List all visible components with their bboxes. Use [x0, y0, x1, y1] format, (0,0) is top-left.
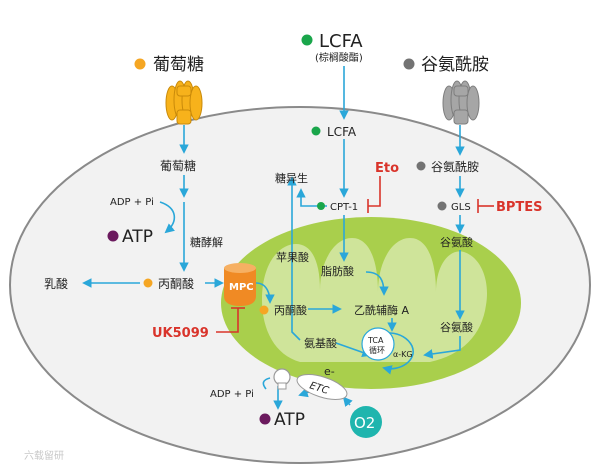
input-glutamine-label: 谷氨酰胺 [421, 55, 489, 75]
glutamine-dot-icon [403, 58, 415, 70]
mito-atp-dot-icon [259, 413, 271, 425]
inhibition-marks [216, 176, 494, 333]
amino-acid-label: 氨基酸 [304, 336, 337, 350]
mito-adp-pi-label: ADP + Pi [210, 389, 254, 400]
eto-label: Eto [375, 161, 399, 176]
etc-complex-icon [296, 374, 348, 400]
pyruvate-dot-icon [143, 278, 153, 288]
cytosol-glutamate-label: 谷氨酸 [440, 235, 473, 249]
tca-label: TCA [367, 336, 384, 345]
uk5099-label: UK5099 [152, 326, 209, 341]
fatty-acid-label: 脂肪酸 [321, 264, 354, 278]
glucose-dot-icon [134, 58, 146, 70]
acetyl-coa-label: 乙酰辅酶 A [354, 303, 409, 317]
mito-pyruvate-dot-icon [259, 305, 269, 315]
mpc-label: MPC [229, 282, 254, 293]
cytosol-atp-label: ATP [122, 227, 153, 247]
tca-cycle [361, 327, 395, 361]
glucose-transporter-icon [165, 80, 203, 125]
mitochondrion [221, 217, 521, 389]
gls-dot-icon [437, 201, 447, 211]
cpt1-dot-icon [317, 202, 325, 210]
mito-pyruvate-label: 丙酮酸 [274, 303, 307, 317]
cytosol-lcfa-label: LCFA [327, 125, 357, 139]
mito-glutamate-label: 谷氨酸 [440, 320, 473, 334]
watermark-text: 六载留研 [24, 449, 64, 462]
atp-dot-icon [107, 230, 119, 242]
glutamine-cytosol-dot-icon [416, 161, 426, 171]
malate-label: 苹果酸 [276, 250, 309, 264]
atp-synthase-icon [273, 368, 291, 390]
glutamine-transporter-icon [442, 80, 480, 125]
cytosol-glucose-label: 葡萄糖 [160, 158, 196, 173]
glycolysis-label: 糖酵解 [190, 235, 223, 249]
cytosol-adp-pi-label: ADP + Pi [110, 197, 154, 208]
electron-label: e- [324, 365, 335, 378]
cpt1-label: CPT-1 [330, 202, 358, 213]
lcfa-cytosol-dot-icon [311, 126, 321, 136]
lcfa-dot-icon [301, 34, 313, 46]
mito-atp-label: ATP [274, 410, 305, 430]
cytosol-glutamine-label: 谷氨酰胺 [431, 160, 479, 174]
akg-label: α-KG [393, 350, 413, 359]
mpc-transporter-icon [224, 263, 256, 306]
input-lcfa-label: LCFA [319, 31, 363, 52]
lactate-label: 乳酸 [44, 276, 68, 291]
gls-label: GLS [451, 202, 471, 213]
gluconeogenesis-label: 糖异生 [275, 171, 308, 185]
cycle-label: 循环 [369, 345, 385, 355]
cytosol-pyruvate-label: 丙酮酸 [158, 276, 194, 291]
o2-badge [350, 406, 382, 438]
o2-label: O2 [354, 414, 375, 432]
input-lcfa-note: (棕榈酸酯) [315, 51, 363, 64]
input-glucose-label: 葡萄糖 [153, 55, 204, 75]
bptes-label: BPTES [496, 200, 543, 215]
